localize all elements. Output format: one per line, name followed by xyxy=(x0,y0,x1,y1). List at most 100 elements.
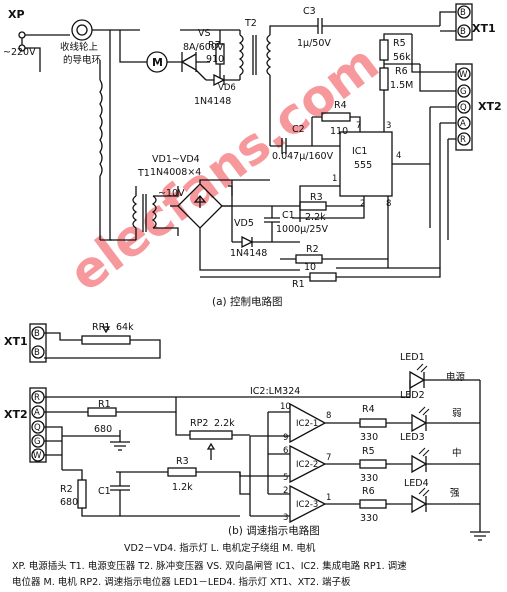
slip-ring-icon xyxy=(71,19,93,41)
opamp-3-pin3: 3 xyxy=(283,513,288,523)
r6-label: R6 xyxy=(395,66,408,77)
opamp-3-pin1: 1 xyxy=(326,493,331,503)
vd5-diode-icon xyxy=(232,235,300,249)
led2-light-rays xyxy=(418,406,430,416)
t2-label: T2 xyxy=(244,18,257,29)
triac-icon xyxy=(176,52,210,72)
led2-indicator: LED2 弱 xyxy=(400,390,480,433)
ic1-label: IC1 xyxy=(352,146,367,157)
ic1-pin7: 7 xyxy=(356,121,361,131)
triac-gate xyxy=(195,69,207,81)
xt1-bot-t1-letter: B xyxy=(34,329,40,339)
r4-bot-label: R4 xyxy=(362,404,375,415)
opamp-1-pin8: 8 xyxy=(326,411,331,421)
r5-bot-resistor-icon xyxy=(359,459,387,469)
bridge-diode-mark xyxy=(193,194,207,208)
r5-resistor-icon xyxy=(379,39,389,61)
opamp-3-pin2: 2 xyxy=(283,486,288,496)
c3-capacitor-icon xyxy=(300,18,440,34)
caption-a: (a) 控制电路图 xyxy=(212,295,282,308)
xt2-top-g-letter: G xyxy=(460,87,467,97)
legend-line-1: VD2－VD4. 指示灯 L. 电机定子绕组 M. 电机 xyxy=(124,543,316,554)
resistor-led-wires xyxy=(386,422,412,505)
r2-bot-label: R2 xyxy=(60,484,73,495)
r7-value: 910 xyxy=(206,54,224,65)
xt2-bot-r-letter: R xyxy=(34,393,40,403)
c1-bot-label: C1 xyxy=(98,486,111,497)
c2-capacitor-icon xyxy=(270,138,340,154)
vs-label: VS xyxy=(198,28,211,39)
c1-top-value: 1000μ/25V xyxy=(276,224,329,235)
c1-top-capacitor-icon xyxy=(264,206,280,242)
stator-winding-icon xyxy=(99,79,103,177)
r5-bot-value: 330 xyxy=(360,473,378,484)
led1-wires xyxy=(409,379,480,397)
neutral-wire xyxy=(25,47,41,72)
opamp-1-pin10: 10 xyxy=(280,402,291,412)
xt1-top-label: XT1 xyxy=(472,22,496,35)
xt1-bot-t2-letter: B xyxy=(34,348,40,358)
ic1-pin4: 4 xyxy=(396,151,401,161)
r3-bot-label: R3 xyxy=(176,456,189,467)
r4-value: 110 xyxy=(330,126,348,137)
rp1-value: 64k xyxy=(116,322,134,333)
indicator-circuit: XT1 B B RP1 64k XT2 R A Q G W R1 680 xyxy=(4,322,490,541)
r1-bot-value: 680 xyxy=(94,424,112,435)
xt2-top-a-letter: A xyxy=(460,119,466,129)
r4-wires xyxy=(311,116,361,146)
c1-top-label: C1 xyxy=(282,210,295,221)
control-circuit: XP ~220V 收线轮上 的导电环 M VS 8A/600V R7 910 V… xyxy=(3,3,502,308)
ic1-pin3: 3 xyxy=(386,121,391,131)
vd6-label: VD6 xyxy=(218,83,236,93)
led1-icon xyxy=(409,370,426,390)
opamp-2-pin6: 6 xyxy=(283,446,288,456)
xt2-top-w xyxy=(457,67,471,81)
r2-bot-resistor-icon xyxy=(77,479,87,509)
xt2-bot-label: XT2 xyxy=(4,408,28,421)
rp1-ref-wire xyxy=(411,34,456,73)
r2-top-value: 10 xyxy=(304,262,316,273)
xt2-top-q xyxy=(457,100,471,114)
r5-bot-label: R5 xyxy=(362,446,375,457)
r7-label: R7 xyxy=(208,40,221,51)
slipring-label-2: 的导电环 xyxy=(63,54,101,66)
t1-secondary-icon xyxy=(151,195,157,229)
r6-bot-value: 330 xyxy=(360,513,378,524)
line-wire xyxy=(92,29,136,241)
ground-icon-1 xyxy=(110,430,130,451)
xt1-top-block xyxy=(455,3,473,41)
led1-light-rays xyxy=(416,363,428,373)
opamp-1-inputs xyxy=(250,411,290,437)
r3-top-label: R3 xyxy=(310,192,323,203)
t1-primary-icon xyxy=(132,195,138,229)
ic2-label: IC2:LM324 xyxy=(250,386,300,397)
r6-value: 1.5M xyxy=(390,80,413,91)
pin2-8-wires xyxy=(292,196,389,268)
xt1-top-t1-letter: B xyxy=(460,8,466,18)
divider-wires xyxy=(383,33,420,118)
r3-bot-resistor-icon xyxy=(167,467,197,477)
rp2-wires xyxy=(175,412,250,436)
stator-leads xyxy=(99,60,112,241)
t1-label: T1 xyxy=(137,168,150,179)
xt1-top-wires xyxy=(439,11,456,32)
rp1-potentiometer-icon xyxy=(81,335,131,345)
r4-bot-value: 330 xyxy=(360,432,378,443)
vd6-diode-icon xyxy=(206,73,240,87)
motor-label: M xyxy=(152,56,163,69)
xt2-top-a xyxy=(457,116,471,130)
ic1-pin2: 2 xyxy=(360,199,365,209)
ground-icon-2 xyxy=(470,380,490,541)
motor-wires xyxy=(119,30,176,63)
opamp-3-inputs xyxy=(250,493,290,517)
opamp-2-inputs xyxy=(250,453,290,477)
r4-label: R4 xyxy=(334,100,347,111)
t2-leads xyxy=(239,25,300,146)
led4-name: 强 xyxy=(450,488,460,499)
xt2-top-r xyxy=(457,132,471,146)
vd-bridge-label: VD1~VD4 xyxy=(152,154,200,165)
rp1-label: RP1 xyxy=(92,322,110,333)
vd6-type: 1N4148 xyxy=(194,96,231,107)
r6-bot-resistor-icon xyxy=(359,499,387,509)
